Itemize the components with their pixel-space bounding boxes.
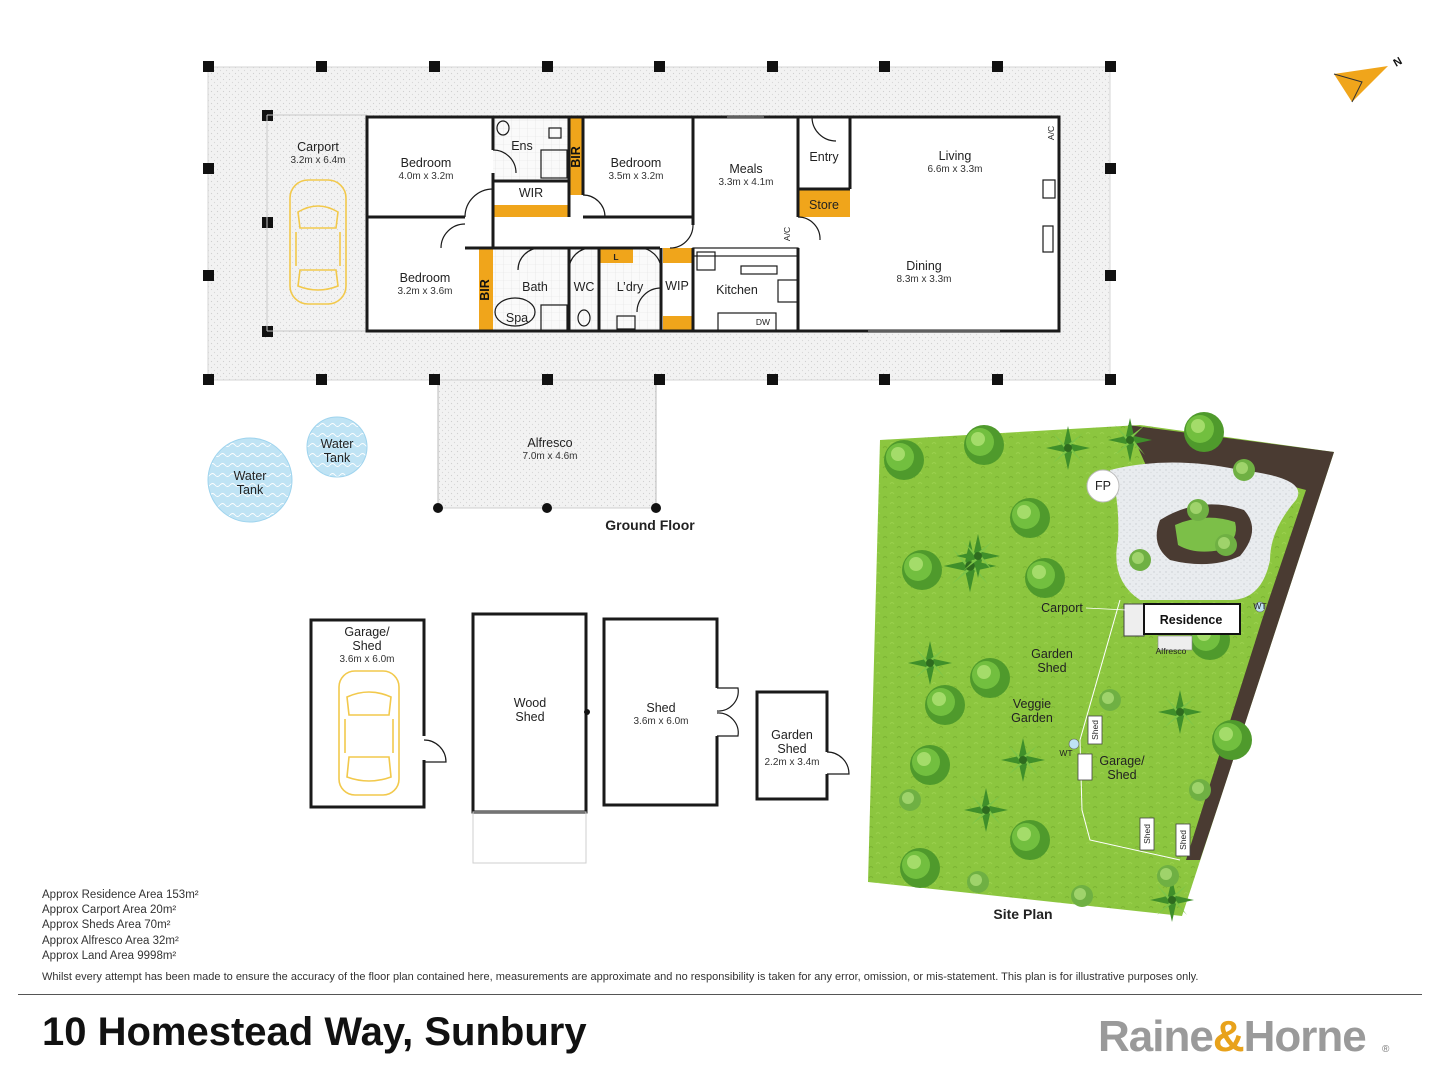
wood-shed: [471, 612, 588, 814]
svg-text:Shed: Shed: [1178, 830, 1188, 850]
area-carport: Approx Carport Area 20m²: [42, 904, 177, 917]
site-residence: [1143, 603, 1241, 635]
room-ensuite: Ens: [511, 139, 533, 153]
room-bath: Bath: [522, 280, 548, 294]
laundry-linen-label: L: [613, 252, 618, 262]
svg-text:Shed: Shed: [1090, 720, 1100, 740]
svg-text:Garden: Garden: [1011, 711, 1053, 725]
room-bedroom-1: Bedroom: [401, 156, 452, 170]
svg-text:2.2m x 3.4m: 2.2m x 3.4m: [764, 757, 819, 768]
garden-shed: [755, 690, 829, 801]
svg-text:Shed: Shed: [1037, 661, 1066, 675]
svg-text:N: N: [1392, 55, 1405, 69]
registered-mark: ®: [1382, 1044, 1390, 1055]
svg-text:WT: WT: [1059, 748, 1072, 758]
aircon-label-1: A/C: [782, 227, 792, 241]
svg-text:Shed: Shed: [1107, 768, 1136, 782]
room-living: Living: [939, 149, 972, 163]
room-spa: Spa: [506, 311, 528, 325]
svg-text:3.6m x 6.0m: 3.6m x 6.0m: [339, 654, 394, 665]
garage-shed: [309, 618, 426, 809]
property-address: 10 Homestead Way, Sunbury: [42, 1010, 587, 1054]
alfresco-deck: [437, 379, 657, 509]
room-laundry: L’dry: [617, 280, 644, 294]
svg-text:Shed: Shed: [777, 742, 806, 756]
water-tank-large: [207, 437, 293, 523]
area-sheds: Approx Sheds Area 70m²: [42, 919, 171, 932]
veranda-posts: [203, 61, 1116, 513]
svg-text:4.0m x 3.2m: 4.0m x 3.2m: [398, 171, 453, 182]
svg-text:3.6m x 6.0m: 3.6m x 6.0m: [633, 716, 688, 727]
svg-text:FP: FP: [1095, 479, 1111, 493]
svg-text:Garden: Garden: [1031, 647, 1073, 661]
svg-text:Veggie: Veggie: [1013, 697, 1051, 711]
svg-text:Wood: Wood: [514, 696, 546, 710]
car-icon: [289, 179, 347, 305]
svg-text:Alfresco: Alfresco: [1156, 646, 1187, 656]
svg-text:7.0m x 4.6m: 7.0m x 4.6m: [522, 451, 577, 462]
svg-text:3.3m x 4.1m: 3.3m x 4.1m: [718, 177, 773, 188]
room-dining: Dining: [906, 259, 941, 273]
room-alfresco: Alfresco: [527, 436, 572, 450]
svg-text:Water: Water: [321, 437, 354, 451]
svg-text:3.5m x 3.2m: 3.5m x 3.2m: [608, 171, 663, 182]
room-wip: WIP: [665, 279, 689, 293]
svg-text:WT: WT: [1253, 601, 1266, 611]
svg-text:Garden: Garden: [771, 728, 813, 742]
area-residence: Approx Residence Area 153m²: [42, 889, 199, 901]
svg-text:Shed: Shed: [352, 639, 381, 653]
room-meals: Meals: [729, 162, 762, 176]
area-alfresco: Approx Alfresco Area 32m²: [42, 934, 179, 947]
svg-text:Garage/: Garage/: [1099, 754, 1145, 768]
area-summary: Approx Residence Area 153m² Approx Carpo…: [42, 888, 199, 964]
shed: [602, 617, 719, 807]
svg-text:Residence: Residence: [1160, 613, 1223, 627]
site-carport: [1123, 603, 1145, 637]
room-bir-1: BIR: [569, 146, 583, 168]
svg-text:8.3m x 3.3m: 8.3m x 3.3m: [896, 274, 951, 285]
room-entry: Entry: [809, 150, 839, 164]
divider: [18, 994, 1422, 995]
car-icon: [338, 670, 400, 796]
fire-pit: [1086, 469, 1120, 503]
svg-text:3.2m x 3.6m: 3.2m x 3.6m: [397, 286, 452, 297]
ground-floor-title: Ground Floor: [605, 517, 695, 533]
svg-text:Tank: Tank: [237, 483, 264, 497]
room-store: Store: [809, 198, 839, 212]
room-wir: WIR: [519, 186, 543, 200]
north-arrow-icon: N: [1333, 55, 1405, 103]
svg-text:Water: Water: [234, 469, 267, 483]
svg-text:Garage/: Garage/: [344, 625, 390, 639]
site-plan-title: Site Plan: [993, 906, 1052, 922]
brand-logo: Raine&Horne: [1098, 1012, 1367, 1061]
svg-text:Shed: Shed: [646, 701, 675, 715]
svg-text:6.6m x 3.3m: 6.6m x 3.3m: [927, 164, 982, 175]
svg-text:Carport: Carport: [1041, 601, 1083, 615]
room-wc: WC: [574, 280, 595, 294]
svg-text:Tank: Tank: [324, 451, 351, 465]
area-land: Approx Land Area 9998m²: [42, 949, 177, 962]
svg-text:Shed: Shed: [1142, 824, 1152, 844]
bath-floor: [493, 248, 569, 331]
room-bedroom-2: Bedroom: [611, 156, 662, 170]
ground-floor-plan: Carport 3.2m x 6.4m Bedroom 4.0m x 3.2m …: [203, 61, 1116, 533]
room-bedroom-3: Bedroom: [400, 271, 451, 285]
svg-text:Shed: Shed: [515, 710, 544, 724]
built-in-cabinets: [479, 117, 850, 331]
room-kitchen: Kitchen: [716, 283, 758, 297]
outbuildings: Garage/ Shed 3.6m x 6.0m Wood Shed Shed …: [309, 612, 850, 864]
dishwasher-label: DW: [756, 317, 770, 327]
room-bir-2: BIR: [478, 279, 492, 301]
site-plan: FP Residence Alfresco WT Carport Garden …: [868, 412, 1334, 922]
walls: [365, 115, 1061, 333]
svg-text:3.2m x 6.4m: 3.2m x 6.4m: [290, 155, 345, 166]
disclaimer-text: Whilst every attempt has been made to en…: [42, 971, 1199, 983]
room-carport: Carport: [297, 140, 339, 154]
water-tank-small: [306, 416, 368, 478]
aircon-label-2: A/C: [1046, 126, 1056, 140]
